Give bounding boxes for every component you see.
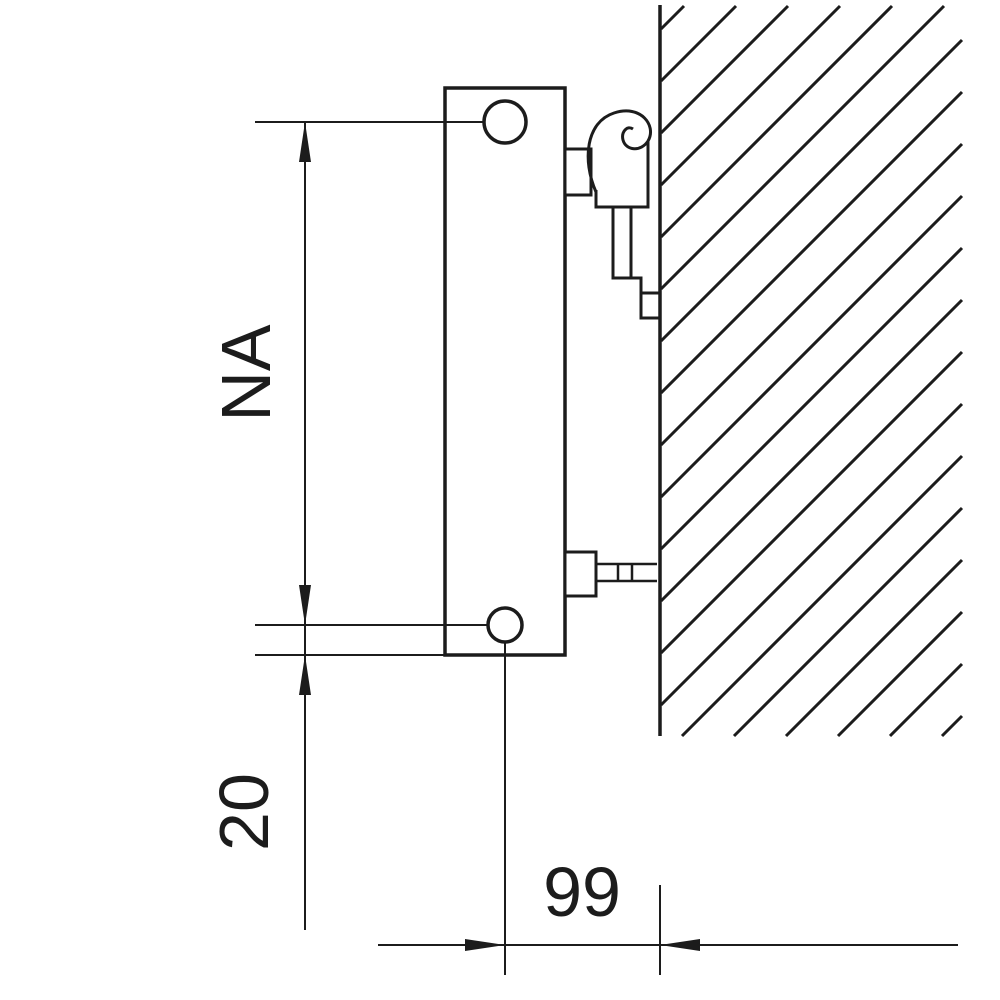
dimension-label-20: 20 xyxy=(205,773,283,851)
wall-hatching xyxy=(659,4,964,738)
top-connection-circle xyxy=(482,99,528,145)
mounting-bracket xyxy=(586,109,660,320)
arrowhead-99-right xyxy=(660,939,700,951)
arrowhead-99-left xyxy=(465,939,505,951)
anchor-bolt xyxy=(596,562,657,583)
bottom-connection-circle xyxy=(486,606,524,644)
arrowhead-20-bottom xyxy=(299,655,311,695)
radiator-body xyxy=(443,86,567,657)
dimension-label-na: NA xyxy=(207,324,285,422)
lower-fixing-block xyxy=(563,550,598,598)
arrowhead-na-top xyxy=(299,122,311,162)
dimension-label-99: 99 xyxy=(543,853,621,931)
arrowhead-na-bottom xyxy=(299,585,311,625)
